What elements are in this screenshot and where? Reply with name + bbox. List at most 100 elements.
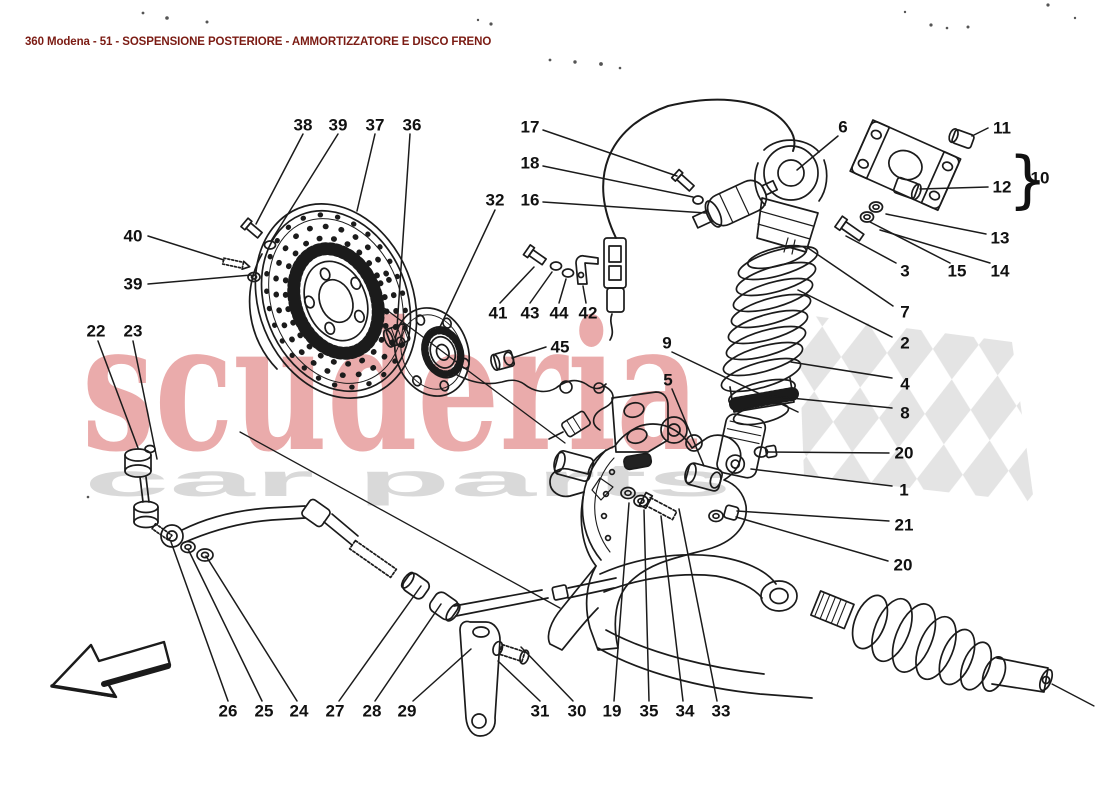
leader-line-4 (790, 361, 893, 379)
part-number-20: 20 (895, 444, 914, 463)
group-10-brace: } (1008, 143, 1047, 216)
leader-line-29 (412, 648, 472, 702)
nut-21 (708, 504, 740, 523)
part-number-44: 44 (550, 304, 569, 323)
part-number-41: 41 (489, 304, 508, 323)
damper-reservoir (691, 179, 779, 229)
part-number-38: 38 (294, 116, 313, 135)
leader-line-5 (671, 388, 705, 467)
wheel-hub (393, 307, 471, 397)
stud-40 (221, 257, 251, 271)
leader-line-38 (255, 133, 304, 225)
leader-line-30 (520, 646, 574, 702)
leader-line-9 (671, 351, 799, 413)
part-number-40: 40 (124, 227, 143, 246)
leader-line-23 (132, 340, 158, 460)
leader-line-24 (205, 555, 298, 702)
washer-44 (561, 268, 575, 278)
leader-line-1 (750, 468, 893, 487)
part-number-28: 28 (363, 702, 382, 721)
shock-lower-bushing (684, 462, 723, 492)
paper-speckles (86, 3, 1077, 499)
leader-line-20 (767, 451, 890, 454)
construction-line (239, 431, 561, 609)
leader-line-2 (797, 289, 893, 338)
leader-line-33 (678, 508, 718, 702)
leader-line-34 (660, 515, 684, 702)
leader-line-14 (879, 229, 991, 264)
part-number-9: 9 (662, 334, 671, 353)
leader-line-16 (542, 201, 707, 214)
part-number-10: 10 (1031, 169, 1050, 188)
part-number-31: 31 (531, 702, 550, 721)
leader-line-21 (736, 510, 890, 522)
disc-bolt-38 (240, 217, 263, 239)
part-number-24: 24 (290, 702, 309, 721)
part-number-33: 33 (712, 702, 731, 721)
toe-link-rod (160, 498, 617, 622)
part-number-13: 13 (991, 229, 1010, 248)
part-number-45: 45 (551, 338, 570, 357)
leader-line-12 (919, 186, 989, 190)
leader-line-37 (356, 133, 376, 212)
part-number-23: 23 (124, 322, 143, 341)
spring-collar (728, 377, 799, 426)
leader-line-18 (542, 165, 694, 198)
leader-line-28 (374, 603, 442, 702)
part-number-26: 26 (219, 702, 238, 721)
part-number-16: 16 (521, 191, 540, 210)
leader-line-31 (497, 660, 541, 702)
leader-line-19 (613, 502, 630, 702)
part-number-35: 35 (640, 702, 659, 721)
leader-line-15 (869, 221, 951, 264)
part-number-5: 5 (663, 371, 672, 390)
vent-ring (287, 242, 385, 360)
part-number-14: 14 (991, 262, 1010, 281)
part-number-29: 29 (398, 702, 417, 721)
leader-line-17 (542, 129, 678, 177)
part-number-37: 37 (366, 116, 385, 135)
leader-line-35 (643, 509, 650, 702)
part-number-39: 39 (329, 116, 348, 135)
part-number-6: 6 (838, 118, 847, 137)
part-number-22: 22 (87, 322, 106, 341)
part-number-39: 39 (124, 275, 143, 294)
leader-line-43 (529, 271, 553, 304)
bushing-12 (892, 176, 922, 201)
cv-axle (810, 590, 1095, 707)
leader-line-11 (971, 127, 989, 137)
part-number-42: 42 (579, 304, 598, 323)
part-number-7: 7 (900, 303, 909, 322)
leader-line-26 (170, 541, 229, 702)
shock-lower-body (716, 413, 767, 479)
leader-line-41 (499, 266, 535, 304)
leader-line-36 (396, 133, 411, 329)
part-number-15: 15 (948, 262, 967, 281)
part-number-43: 43 (521, 304, 540, 323)
part-number-12: 12 (993, 178, 1012, 197)
leader-line-45 (511, 346, 547, 359)
leader-lines (97, 127, 991, 702)
disc-edge-arc (248, 253, 278, 370)
part-number-21: 21 (895, 516, 914, 535)
bolt-41 (522, 244, 547, 266)
part-number-36: 36 (403, 116, 422, 135)
leader-line-13 (885, 213, 987, 235)
leader-line-8 (769, 395, 893, 409)
leader-line-22 (97, 340, 139, 449)
camber-bolt-33 (638, 491, 678, 521)
nut-18 (692, 195, 704, 205)
part-number-3: 3 (900, 262, 909, 281)
part-number-34: 34 (676, 702, 695, 721)
leader-line-39 (270, 133, 339, 242)
leader-line-20 (735, 516, 889, 562)
part-number-25: 25 (255, 702, 274, 721)
leader-line-44 (558, 278, 567, 304)
leader-line-32 (438, 209, 496, 330)
construction-line (379, 304, 566, 444)
part-number-27: 27 (326, 702, 345, 721)
part-number-8: 8 (900, 404, 909, 423)
